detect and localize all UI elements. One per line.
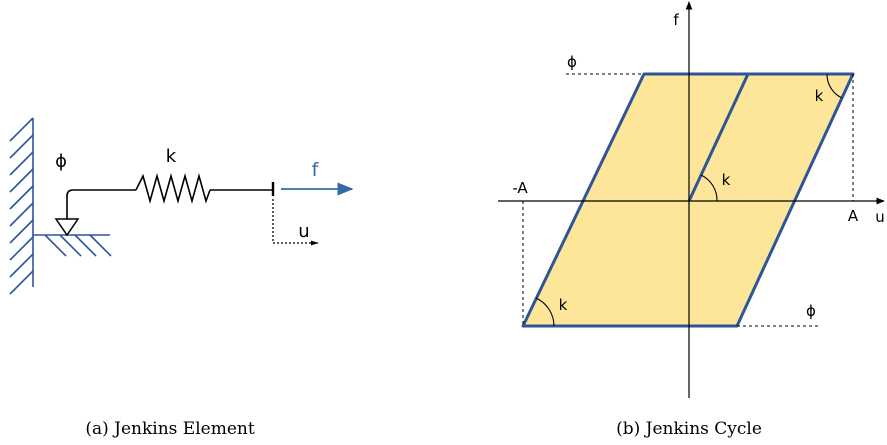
displacement-label: u [298, 221, 309, 242]
spring-icon [135, 173, 211, 204]
stiffness-label-top: k [815, 87, 824, 105]
stiffness-arc-bottom [535, 297, 555, 327]
element-caption: (a) Jenkins Element [85, 419, 254, 439]
stiffness-label-bottom: k [559, 296, 568, 314]
jenkins-element-panel: ϕ k f u (a) Jenkins Element [9, 117, 354, 439]
amplitude-pos-label: A [848, 207, 859, 225]
ground-support [33, 234, 112, 257]
fixed-wall [9, 117, 34, 295]
cycle-caption: (b) Jenkins Cycle [616, 419, 762, 439]
f-axis-label: f [673, 11, 679, 29]
u-axis-label: u [875, 208, 885, 226]
amplitude-neg-label: -A [512, 179, 528, 197]
friction-top-label: ϕ [567, 53, 577, 71]
guide-lines [522, 73, 854, 327]
jenkins-cycle-panel: f u A -A ϕ ϕ k k k (b) Jenkins Cycle [498, 1, 885, 439]
friction-bottom-label: ϕ [806, 302, 816, 320]
stiffness-arc-center [700, 174, 718, 202]
loading-branch [687, 73, 750, 202]
spring-label: k [166, 146, 177, 167]
friction-slider-icon [54, 218, 80, 237]
element-wire [66, 189, 136, 219]
stiffness-arc-top [826, 73, 843, 99]
friction-label: ϕ [55, 151, 67, 172]
displacement-arrow [272, 199, 319, 246]
force-label: f [312, 159, 320, 181]
stiffness-label-center: k [722, 171, 731, 189]
